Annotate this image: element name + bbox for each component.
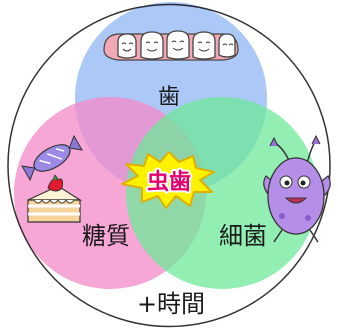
purple-germ-icon: [263, 134, 331, 243]
time-label: +時間: [137, 290, 205, 318]
strawberry-cake-icon: [27, 174, 83, 223]
explosion-burst-icon: [121, 151, 215, 209]
smiling-teeth-icon: [103, 30, 239, 61]
tooth-label: 歯: [158, 85, 180, 110]
center-label: 虫歯: [147, 169, 191, 195]
sugar-label: 糖質: [82, 222, 130, 250]
wrapped-candy-icon: [21, 134, 83, 182]
bacteria-label: 細菌: [219, 222, 267, 250]
